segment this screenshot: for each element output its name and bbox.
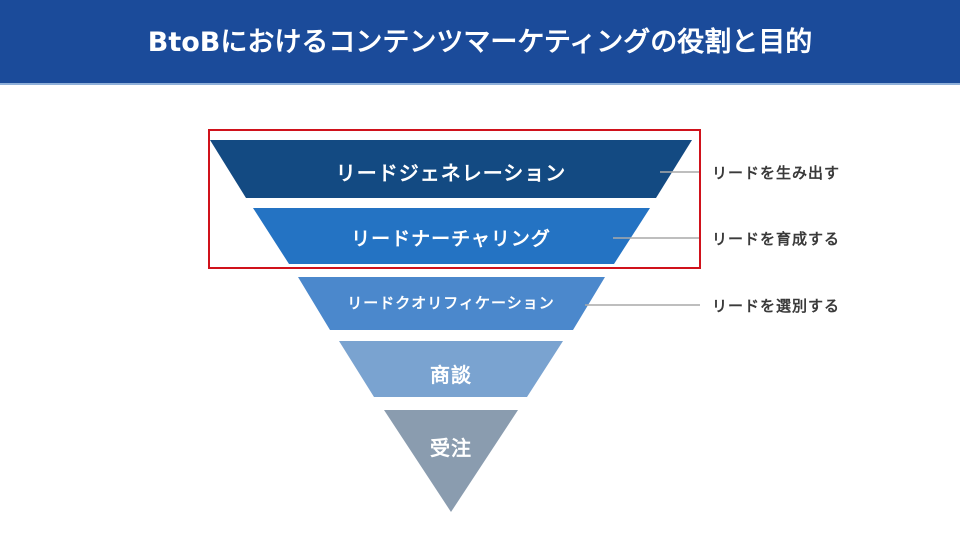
slide-title: BtoBにおけるコンテンツマーケティングの役割と目的 [147, 27, 813, 58]
funnel-stage-lead-generation [210, 140, 692, 198]
funnel-stage-negotiation [339, 341, 563, 397]
funnel-stage-lead-qualification [298, 277, 605, 330]
funnel-stage-order [384, 410, 518, 512]
description-lead-generation: リードを生み出す [712, 164, 841, 182]
stage-label-lead-qualification: リードクオリフィケーション [347, 294, 555, 312]
stage-label-order: 受注 [430, 436, 472, 460]
highlight-box [208, 129, 701, 269]
funnel-stage-lead-nurturing [253, 208, 650, 264]
stage-label-negotiation: 商談 [430, 363, 472, 387]
description-lead-qualification: リードを選別する [712, 297, 841, 315]
description-lead-nurturing: リードを育成する [712, 230, 841, 248]
stage-label-lead-nurturing: リードナーチャリング [351, 228, 551, 250]
stage-label-lead-generation: リードジェネレーション [335, 161, 567, 185]
slide-header: BtoBにおけるコンテンツマーケティングの役割と目的 [0, 0, 960, 85]
